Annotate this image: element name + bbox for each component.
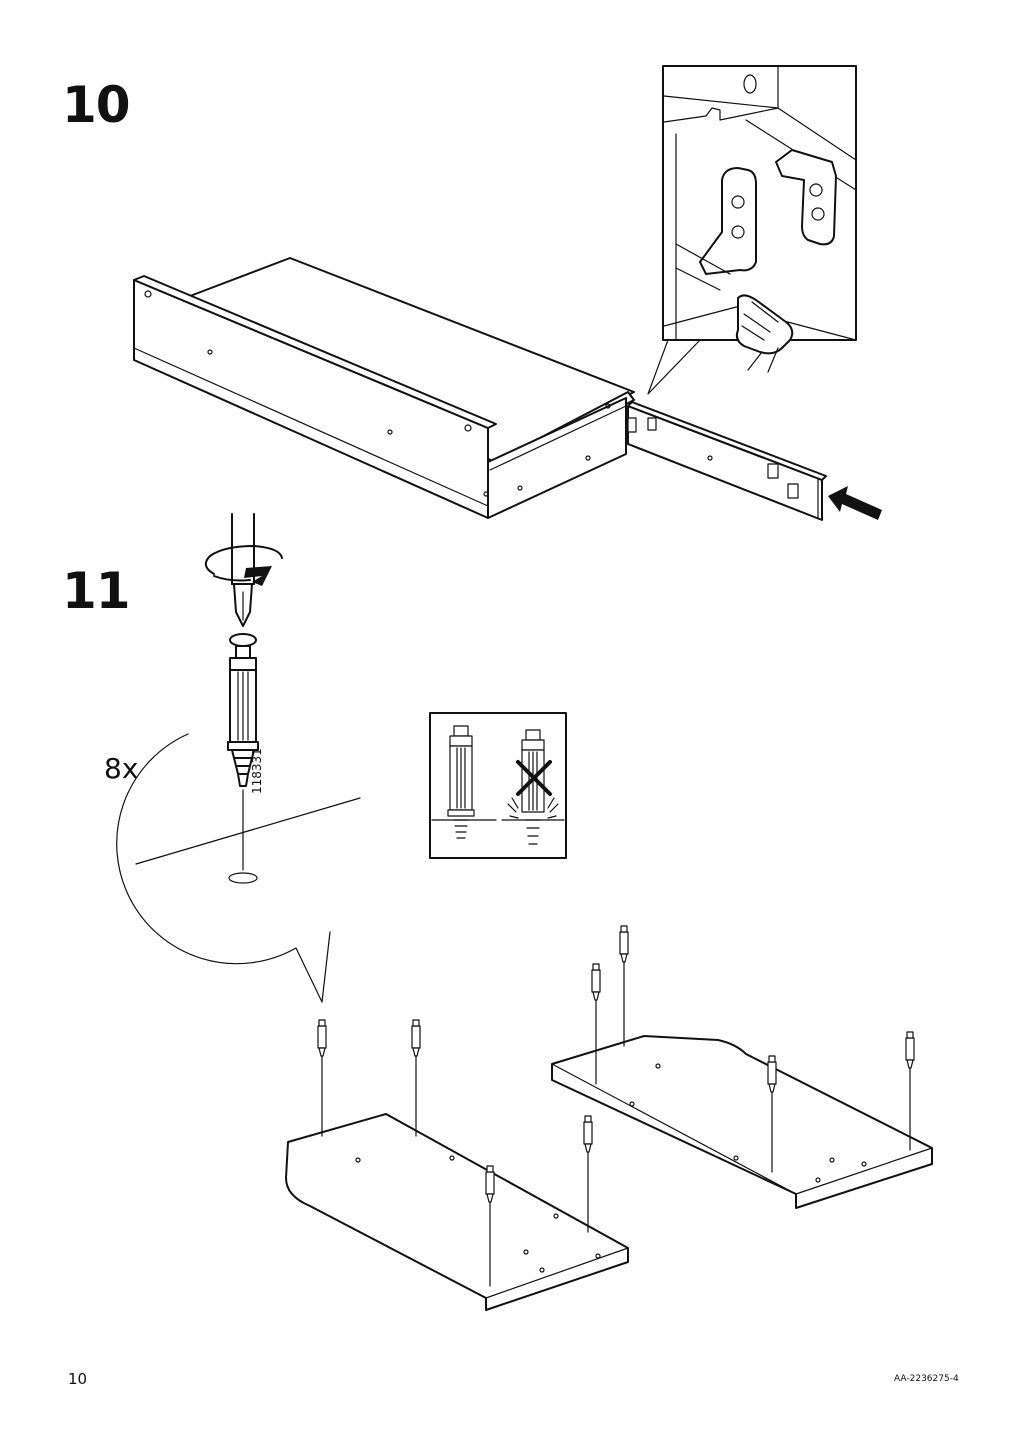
dowel [317,1019,327,1137]
document-id: AA-2236275-4 [894,1374,959,1384]
hand-icon [735,294,794,373]
detail-callout [647,65,857,395]
step-number-11: 11 [62,562,131,620]
drawer-assembly [133,257,635,519]
detail-magnifier [116,733,361,1003]
dowel [485,1165,495,1287]
part-number: 118331 [250,748,264,794]
dowel [619,925,629,1047]
step-number-10: 10 [62,76,131,134]
quantity-label: 8x [104,752,139,785]
correct-incorrect-inset [429,712,567,859]
right-panel [551,1035,933,1209]
dowel [583,1115,593,1233]
cam-bolt [227,633,259,871]
dowel [591,963,601,1085]
dowel-group [317,925,915,1287]
cross-icon [516,760,552,796]
page-number: 10 [68,1370,88,1388]
dowel [411,1019,421,1137]
left-panel [285,1113,629,1311]
dowel [905,1031,915,1151]
rotate-icon [204,545,283,586]
push-arrow-icon [828,486,882,520]
side-panel [627,401,827,521]
dowel [767,1055,777,1173]
